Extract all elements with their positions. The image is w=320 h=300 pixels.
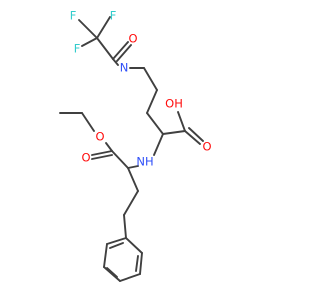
amide-carbonyl-oxygen-label: O (128, 32, 137, 46)
bond (116, 44, 132, 62)
bond (81, 37, 98, 47)
bond (119, 273, 141, 282)
fluorine-label-bottom: F (74, 42, 81, 56)
molecule-structure: F F F O N OH O O O NH (59, 9, 212, 282)
ester-carbonyl-oxygen-label: O (81, 151, 90, 165)
bond (112, 41, 129, 60)
bond (106, 267, 118, 278)
bond (146, 112, 164, 135)
bond (96, 16, 111, 39)
acid-carbonyl-oxygen-label: O (202, 140, 211, 154)
bond (91, 150, 113, 156)
amine-nitrogen-label: NH (136, 155, 153, 169)
bond (177, 111, 186, 132)
bond (105, 142, 113, 152)
bond (109, 242, 124, 249)
bond (184, 130, 201, 145)
bond (127, 165, 139, 169)
fluorine-label-left: F (70, 9, 77, 23)
bond (106, 237, 127, 245)
bond-skeleton (59, 16, 204, 282)
bond (188, 127, 204, 142)
bond (146, 89, 158, 114)
bond (81, 112, 95, 132)
fluorine-label-top: F (110, 9, 117, 23)
bond (162, 130, 186, 135)
bond (103, 243, 108, 268)
bond (123, 190, 139, 216)
bond (123, 214, 127, 239)
bond (135, 255, 139, 272)
bond (96, 37, 114, 60)
bond (111, 150, 129, 169)
bond (153, 133, 164, 156)
bond (139, 252, 143, 275)
amide-nitrogen-label: N (120, 61, 129, 75)
bond (78, 19, 98, 39)
acid-hydroxyl-label: OH (165, 97, 183, 111)
atom-labels: F F F O N OH O O O NH (70, 9, 212, 169)
bond (127, 167, 139, 192)
bond (112, 58, 119, 66)
bond (103, 266, 121, 282)
bond (91, 154, 113, 160)
ester-ether-oxygen-label: O (95, 130, 104, 144)
bond (143, 67, 158, 91)
bond (125, 237, 143, 254)
